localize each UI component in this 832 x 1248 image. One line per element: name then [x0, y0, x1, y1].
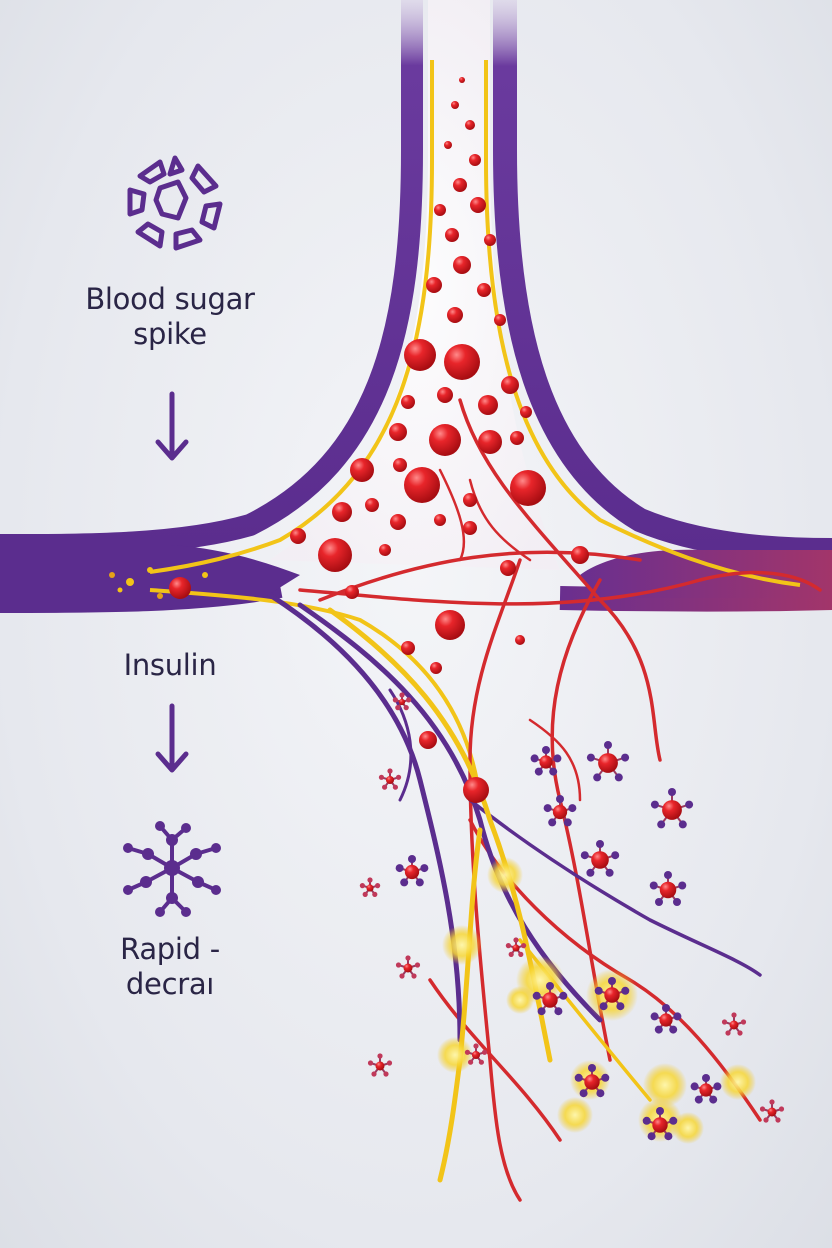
- glucose-molecule: [395, 855, 429, 887]
- red-blood-cell: [401, 641, 415, 655]
- glucose-molecule: [359, 877, 381, 898]
- red-blood-cell: [478, 395, 498, 415]
- red-blood-cell: [445, 228, 459, 242]
- red-blood-cell: [345, 585, 359, 599]
- glucose-molecule: [586, 741, 630, 782]
- red-blood-cell: [478, 430, 502, 454]
- insulin-glow: [437, 1037, 473, 1073]
- arrow-down-icon: [155, 703, 189, 773]
- glucose-molecule: [580, 840, 620, 877]
- arrow-down-icon: [155, 391, 189, 461]
- insulin-glow: [557, 1097, 593, 1133]
- glucose-molecule: [650, 1004, 682, 1034]
- red-blood-cell: [494, 314, 506, 326]
- insulin-glow: [487, 857, 523, 893]
- broken-cell-ring-icon: [127, 155, 223, 251]
- red-blood-cell: [404, 339, 436, 371]
- red-blood-cell: [477, 283, 491, 297]
- red-blood-cell: [447, 307, 463, 323]
- insulin-glow: [643, 1063, 687, 1107]
- glucose-molecule: [649, 871, 687, 906]
- red-blood-cell: [470, 197, 486, 213]
- insulin-glow: [672, 1112, 704, 1144]
- red-blood-cell: [379, 544, 391, 556]
- red-blood-cell: [429, 424, 461, 456]
- red-blood-cell: [463, 521, 477, 535]
- glucose-molecule: [543, 795, 577, 827]
- red-blood-cell: [444, 141, 452, 149]
- glucose-molecule: [395, 955, 421, 979]
- spike-label-line2: spike: [133, 316, 207, 351]
- red-blood-cell: [571, 546, 589, 564]
- insulin-glow: [720, 1064, 756, 1100]
- red-blood-cell: [437, 387, 453, 403]
- red-blood-cell: [500, 560, 516, 576]
- red-blood-cell: [444, 344, 480, 380]
- blood-sugar-spike-label: Blood sugar spike: [50, 282, 290, 352]
- purple-branches: [267, 592, 762, 1043]
- red-blood-cell: [465, 120, 475, 130]
- red-blood-cell: [459, 77, 465, 83]
- glucose-molecule: [650, 788, 694, 829]
- red-blood-cell: [290, 528, 306, 544]
- drop-label-line1: Rapid -: [120, 932, 220, 966]
- red-blood-cell: [453, 256, 471, 274]
- red-blood-cell: [350, 458, 374, 482]
- red-blood-cell: [390, 514, 406, 530]
- red-blood-cell: [501, 376, 519, 394]
- red-blood-cell: [451, 101, 459, 109]
- glucose-molecule: [367, 1053, 393, 1077]
- red-blood-cell: [365, 498, 379, 512]
- red-blood-cell: [393, 458, 407, 472]
- red-blood-cell: [453, 178, 467, 192]
- glucose-molecule: [759, 1099, 785, 1123]
- red-blood-cell: [332, 502, 352, 522]
- red-blood-cell: [389, 423, 407, 441]
- insulin-lining: [149, 60, 801, 801]
- vessel-walls: [0, 0, 832, 613]
- glucose-molecule: [594, 977, 630, 1011]
- rapid-decrease-label: Rapid - decraı: [60, 932, 280, 1002]
- insulin-glow: [506, 986, 534, 1014]
- junction-splash: [109, 567, 208, 599]
- red-blood-cell: [430, 662, 442, 674]
- molecule-cluster-icon: [123, 821, 221, 917]
- glucose-molecule: [642, 1107, 678, 1141]
- red-blood-cell: [426, 277, 442, 293]
- red-blood-cells: [290, 77, 589, 803]
- red-blood-cell: [520, 406, 532, 418]
- red-blood-cell: [419, 731, 437, 749]
- insulin-label: Insulin: [70, 648, 270, 683]
- glucose-molecule: [690, 1074, 722, 1104]
- glucose-molecules: [359, 692, 785, 1141]
- drop-label-line2: decraı: [125, 966, 215, 1001]
- insulin-label-text: Insulin: [123, 648, 217, 682]
- insulin-glow: [442, 925, 482, 965]
- red-blood-cell: [318, 538, 352, 572]
- red-blood-cell: [434, 514, 446, 526]
- red-blood-cell: [515, 635, 525, 645]
- red-blood-cell: [463, 493, 477, 507]
- glucose-molecule: [532, 982, 568, 1016]
- red-blood-cell: [484, 234, 496, 246]
- red-blood-cell: [404, 467, 440, 503]
- red-blood-cell: [469, 154, 481, 166]
- red-blood-cell: [510, 431, 524, 445]
- glucose-molecule: [464, 1043, 488, 1065]
- glucose-molecule: [505, 937, 527, 958]
- glucose-molecule: [378, 768, 402, 790]
- glucose-molecule: [721, 1012, 747, 1036]
- red-blood-cell: [401, 395, 415, 409]
- glucose-molecule: [574, 1064, 610, 1098]
- glucose-molecule: [392, 692, 412, 711]
- glucose-molecule: [530, 746, 562, 776]
- red-blood-cell: [510, 470, 546, 506]
- spike-label-line1: Blood sugar: [85, 282, 255, 316]
- red-blood-cell: [435, 610, 465, 640]
- red-blood-cell: [463, 777, 489, 803]
- red-blood-cell: [434, 204, 446, 216]
